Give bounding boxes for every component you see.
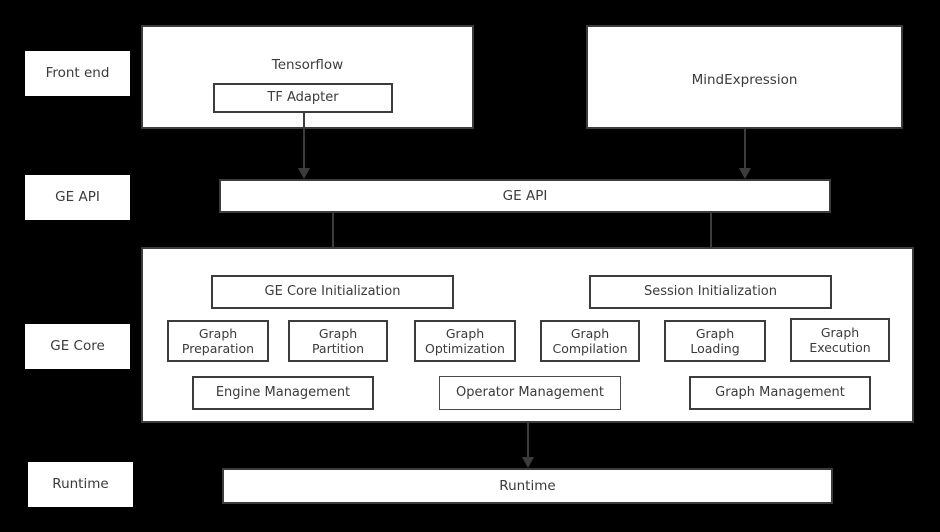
tier-label-front-end: Front end xyxy=(25,51,130,96)
tier-label-ge-core: GE Core xyxy=(25,324,130,369)
mindexpression-container: MindExpression xyxy=(586,25,903,129)
session-initialization-box[interactable]: Session Initialization xyxy=(589,275,832,309)
stage-graph-preparation[interactable]: Graph Preparation xyxy=(167,320,269,362)
tensorflow-container: Tensorflow xyxy=(141,25,474,129)
runtime-bar[interactable]: Runtime xyxy=(222,468,833,504)
tf-adapter-box[interactable]: TF Adapter xyxy=(213,83,393,113)
stage-graph-optimization[interactable]: Graph Optimization xyxy=(414,320,516,362)
stage-graph-execution[interactable]: Graph Execution xyxy=(790,318,890,362)
management-operator[interactable]: Operator Management xyxy=(439,376,621,410)
tensorflow-title: Tensorflow xyxy=(271,57,344,73)
stage-graph-partition[interactable]: Graph Partition xyxy=(288,320,388,362)
management-engine[interactable]: Engine Management xyxy=(192,376,374,410)
ge-api-bar[interactable]: GE API xyxy=(219,179,831,213)
management-graph[interactable]: Graph Management xyxy=(689,376,871,410)
tier-label-ge-api: GE API xyxy=(25,175,130,220)
tier-label-runtime: Runtime xyxy=(28,462,133,507)
mindexpression-title: MindExpression xyxy=(691,72,798,88)
ge-core-initialization-box[interactable]: GE Core Initialization xyxy=(211,275,454,309)
stage-graph-loading[interactable]: Graph Loading xyxy=(664,320,766,362)
stage-graph-compilation[interactable]: Graph Compilation xyxy=(540,320,640,362)
